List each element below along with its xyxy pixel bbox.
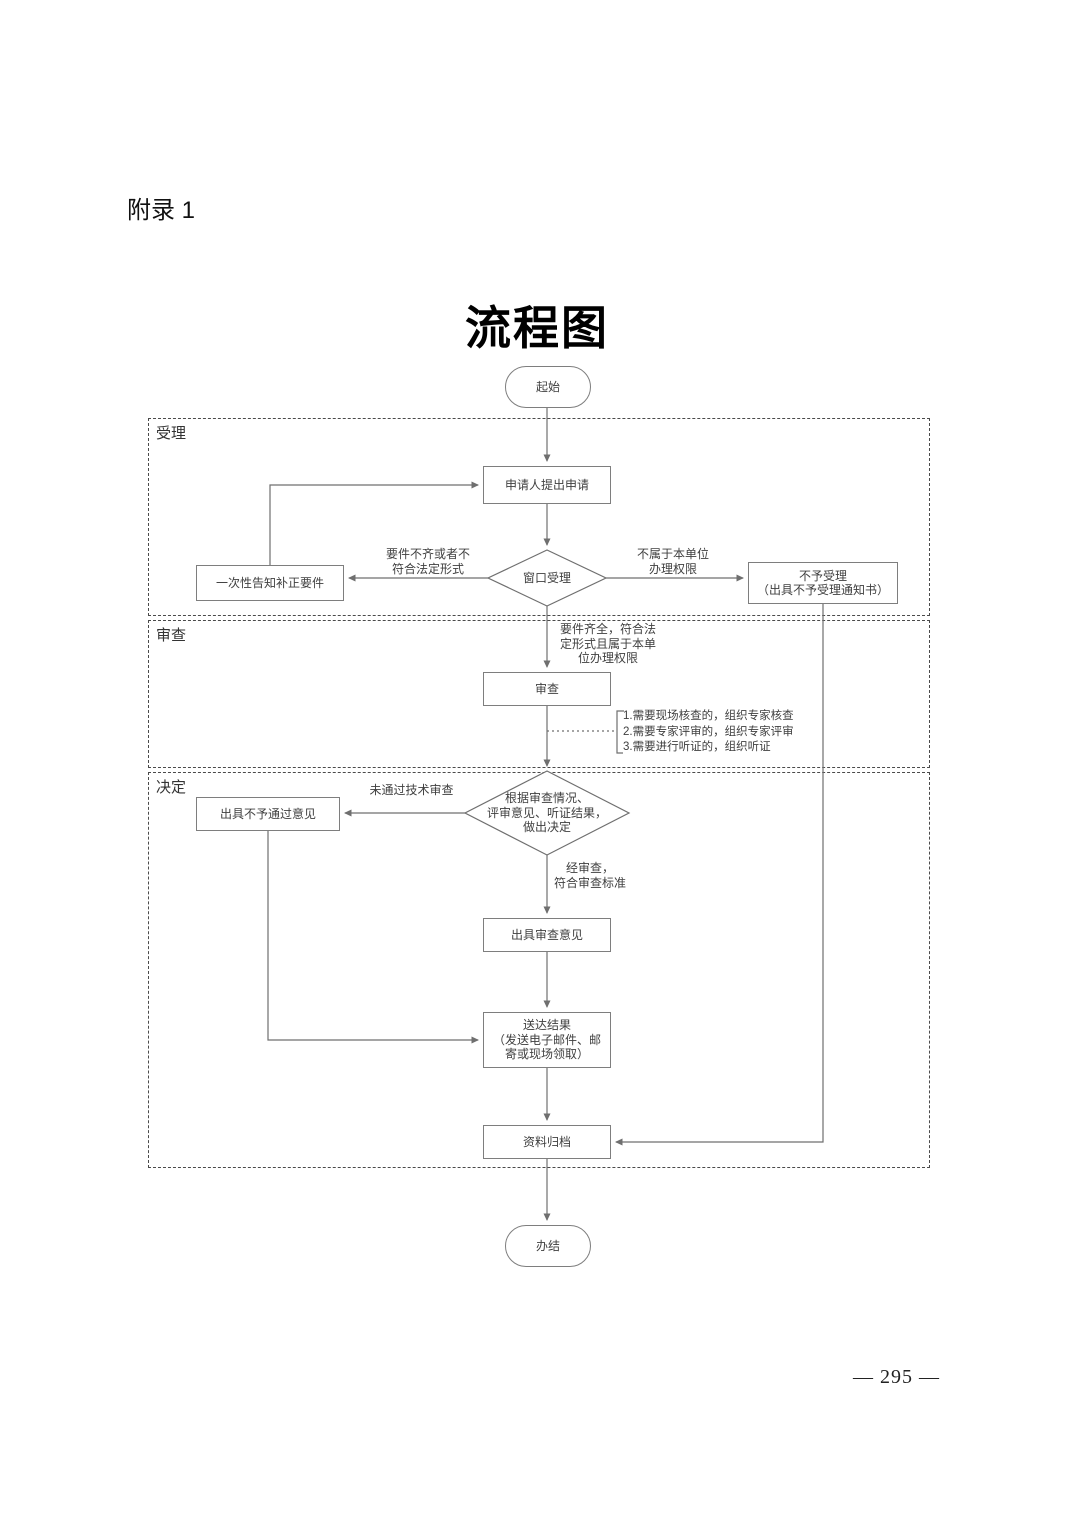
section-review: 审查 xyxy=(148,620,930,768)
review-annotation: 1.需要现场核查的，组织专家核查 2.需要专家评审的，组织专家评审 3.需要进行… xyxy=(623,710,794,753)
node-deliver: 送达结果 （发送电子邮件、邮 寄或现场领取） xyxy=(483,1012,611,1068)
section-decision: 决定 xyxy=(148,772,930,1168)
node-end: 办结 xyxy=(505,1225,591,1267)
node-reject-opinion: 出具不予通过意见 xyxy=(196,797,340,831)
edge-label-not-authority: 不属于本单位 办理权限 xyxy=(636,547,709,576)
section-acceptance-label: 受理 xyxy=(156,425,187,442)
edge-notify-fix-to-apply xyxy=(269,481,479,565)
page-title: 流程图 xyxy=(465,303,609,354)
node-notify-fix: 一次性告知补正要件 xyxy=(196,565,344,601)
diamond-window-acceptance xyxy=(486,549,608,607)
section-review-label: 审查 xyxy=(156,627,187,644)
node-decision-label: 根据审查情况、 评审意见、听证结果， 做出决定 xyxy=(486,791,607,835)
node-apply: 申请人提出申请 xyxy=(483,466,611,504)
node-review: 审查 xyxy=(483,672,611,706)
section-decision-label: 决定 xyxy=(156,779,187,796)
node-window-acceptance-label: 窗口受理 xyxy=(522,570,571,585)
node-start: 起始 xyxy=(505,366,591,408)
node-archive: 资料归档 xyxy=(483,1125,611,1159)
node-issue-opinion: 出具审查意见 xyxy=(483,918,611,952)
edge-label-incomplete: 要件不齐或者不 符合法定形式 xyxy=(385,547,470,576)
edge-reject-to-archive xyxy=(615,604,824,1146)
section-acceptance: 受理 xyxy=(148,418,930,616)
edge-label-fail-review: 未通过技术审查 xyxy=(369,783,454,797)
diamond-decision xyxy=(463,770,631,856)
edge-label-complete: 要件齐全，符合法 定形式且属于本单 位办理权限 xyxy=(559,622,656,665)
edge-label-pass-review: 经审查， 符合审查标准 xyxy=(553,861,626,890)
page-number: — 295 — xyxy=(853,1366,940,1388)
annotation-bracket xyxy=(616,710,624,754)
appendix-label: 附录 1 xyxy=(127,197,196,224)
edge-reject-opinion-to-deliver xyxy=(267,831,479,1044)
node-reject: 不予受理 （出具不予受理通知书） xyxy=(748,562,898,604)
